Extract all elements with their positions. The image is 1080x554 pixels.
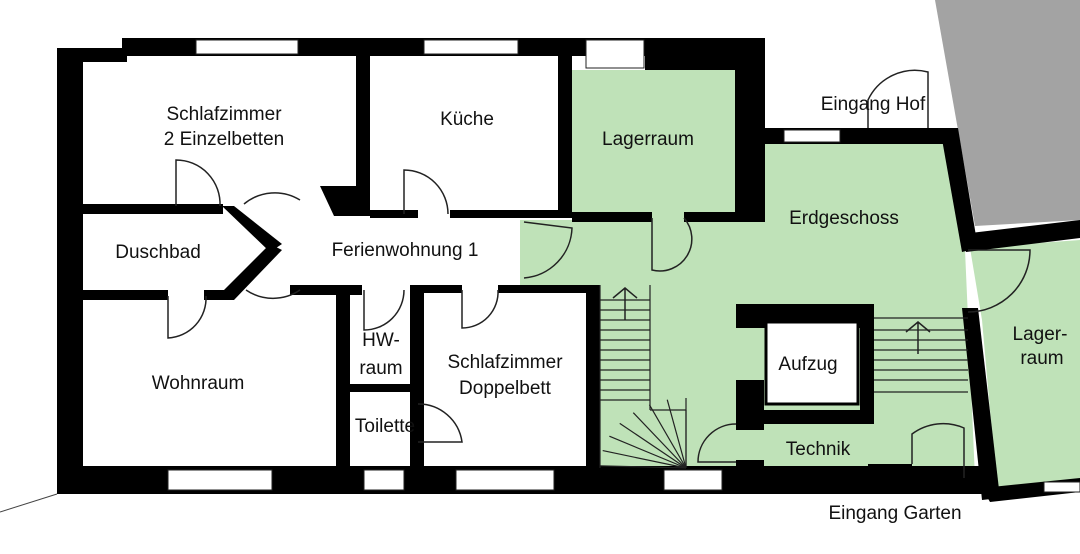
stair-tread [619, 422, 687, 469]
wall-kueche-bottom [370, 210, 418, 218]
label-lager-right-sub: raum [1020, 348, 1063, 369]
wall-hw-bottom [350, 384, 410, 392]
wall-aufzug-right [860, 304, 874, 424]
window-hof [783, 129, 841, 143]
outside-area [935, 0, 1080, 226]
door-bed2 [461, 289, 499, 329]
wall-kueche-bottom2 [450, 210, 572, 218]
stair-tread [600, 465, 687, 469]
door-hof [867, 69, 929, 128]
door-hw [363, 289, 405, 331]
aufzug-cabin [764, 320, 860, 406]
door-flur-left [243, 192, 301, 205]
label-schlafzimmer2: Schlafzimmer [447, 352, 563, 373]
window-toilette [363, 469, 405, 491]
label-eingang-garten: Eingang Garten [828, 503, 961, 524]
door-flur-left2 [245, 289, 301, 300]
door-kueche [403, 169, 449, 215]
door-dusch [167, 295, 207, 339]
lagerraum-top-floor [572, 70, 740, 220]
label-toilette: Toilette [355, 416, 415, 437]
label-schlafzimmer2-sub: Doppelbett [459, 378, 552, 399]
room-labels: Schlafzimmer 2 Einzelbetten Küche Lagerr… [115, 94, 1067, 524]
label-hw-sub: raum [359, 358, 402, 379]
windows [167, 39, 1080, 493]
arrow-up-icon [612, 287, 638, 320]
window-kueche [423, 39, 519, 55]
stairs-right [874, 317, 968, 393]
wall-lager-bottom2 [684, 212, 740, 222]
wall-right-lower [962, 308, 1000, 500]
door-lager [651, 217, 693, 272]
wall-wohn-right [336, 285, 350, 475]
label-wohnraum: Wohnraum [152, 373, 245, 394]
door-bed1 [175, 159, 221, 207]
label-aufzug: Aufzug [778, 354, 837, 375]
stair-tread [609, 435, 687, 469]
wall-technik-right [868, 464, 912, 480]
wall-dusch-diag2 [222, 244, 282, 300]
wall-right-top [940, 128, 978, 252]
wall-bed1-bottom [83, 204, 223, 214]
label-schlafzimmer1-sub: 2 Einzelbetten [164, 129, 284, 150]
window-lager [585, 39, 645, 69]
door-technik-left [697, 423, 737, 463]
wall-bed2-right [586, 285, 600, 480]
wall-bed1-kueche [356, 56, 370, 216]
label-ferienwohnung: Ferienwohnung 1 [332, 240, 479, 261]
wall-technik-left [736, 460, 764, 482]
wall-dusch-bottom [83, 290, 168, 300]
wall-flur-bottom2 [424, 285, 462, 293]
door-technik-right [911, 422, 965, 478]
label-erdgeschoss: Erdgeschoss [789, 208, 899, 229]
wall-kueche-lager [558, 56, 572, 218]
window-stairs [663, 469, 723, 491]
site-line [0, 493, 58, 513]
wall-right-step [962, 220, 1080, 252]
window-bed1 [195, 39, 299, 55]
door-flur-right [523, 221, 573, 279]
label-schlafzimmer1: Schlafzimmer [166, 104, 282, 125]
wall-lager-bottom [572, 212, 652, 222]
wall-aufzug-left [736, 380, 764, 430]
label-lager-right: Lager- [1013, 324, 1068, 345]
stair-tread [666, 399, 687, 469]
door-erd-right [967, 249, 1031, 313]
label-duschbad: Duschbad [115, 242, 201, 263]
window-right [1043, 481, 1080, 493]
stair-tread [602, 450, 687, 469]
arrow-up-icon [905, 321, 931, 354]
window-wohn [167, 469, 273, 491]
label-technik: Technik [786, 439, 851, 460]
stair-tread [632, 412, 687, 469]
label-kueche: Küche [440, 109, 494, 130]
wall-flur-bottom3 [498, 285, 598, 293]
wall-hw-right [410, 285, 424, 475]
wall-left [57, 48, 83, 494]
wall-flur-bottom [290, 285, 362, 295]
wall-dusch-diag [222, 206, 282, 252]
wall-corner-diag [320, 186, 356, 216]
label-lagerraum: Lagerraum [602, 129, 694, 150]
label-hw: HW- [362, 330, 400, 351]
label-eingang-hof: Eingang Hof [821, 94, 926, 115]
window-bed2 [455, 469, 555, 491]
door-toilette [417, 403, 463, 443]
wall-aufzug-bottom [760, 410, 874, 424]
stair-tread [648, 404, 687, 469]
doors [167, 69, 1031, 478]
wall-dusch-bottom2 [204, 290, 234, 300]
